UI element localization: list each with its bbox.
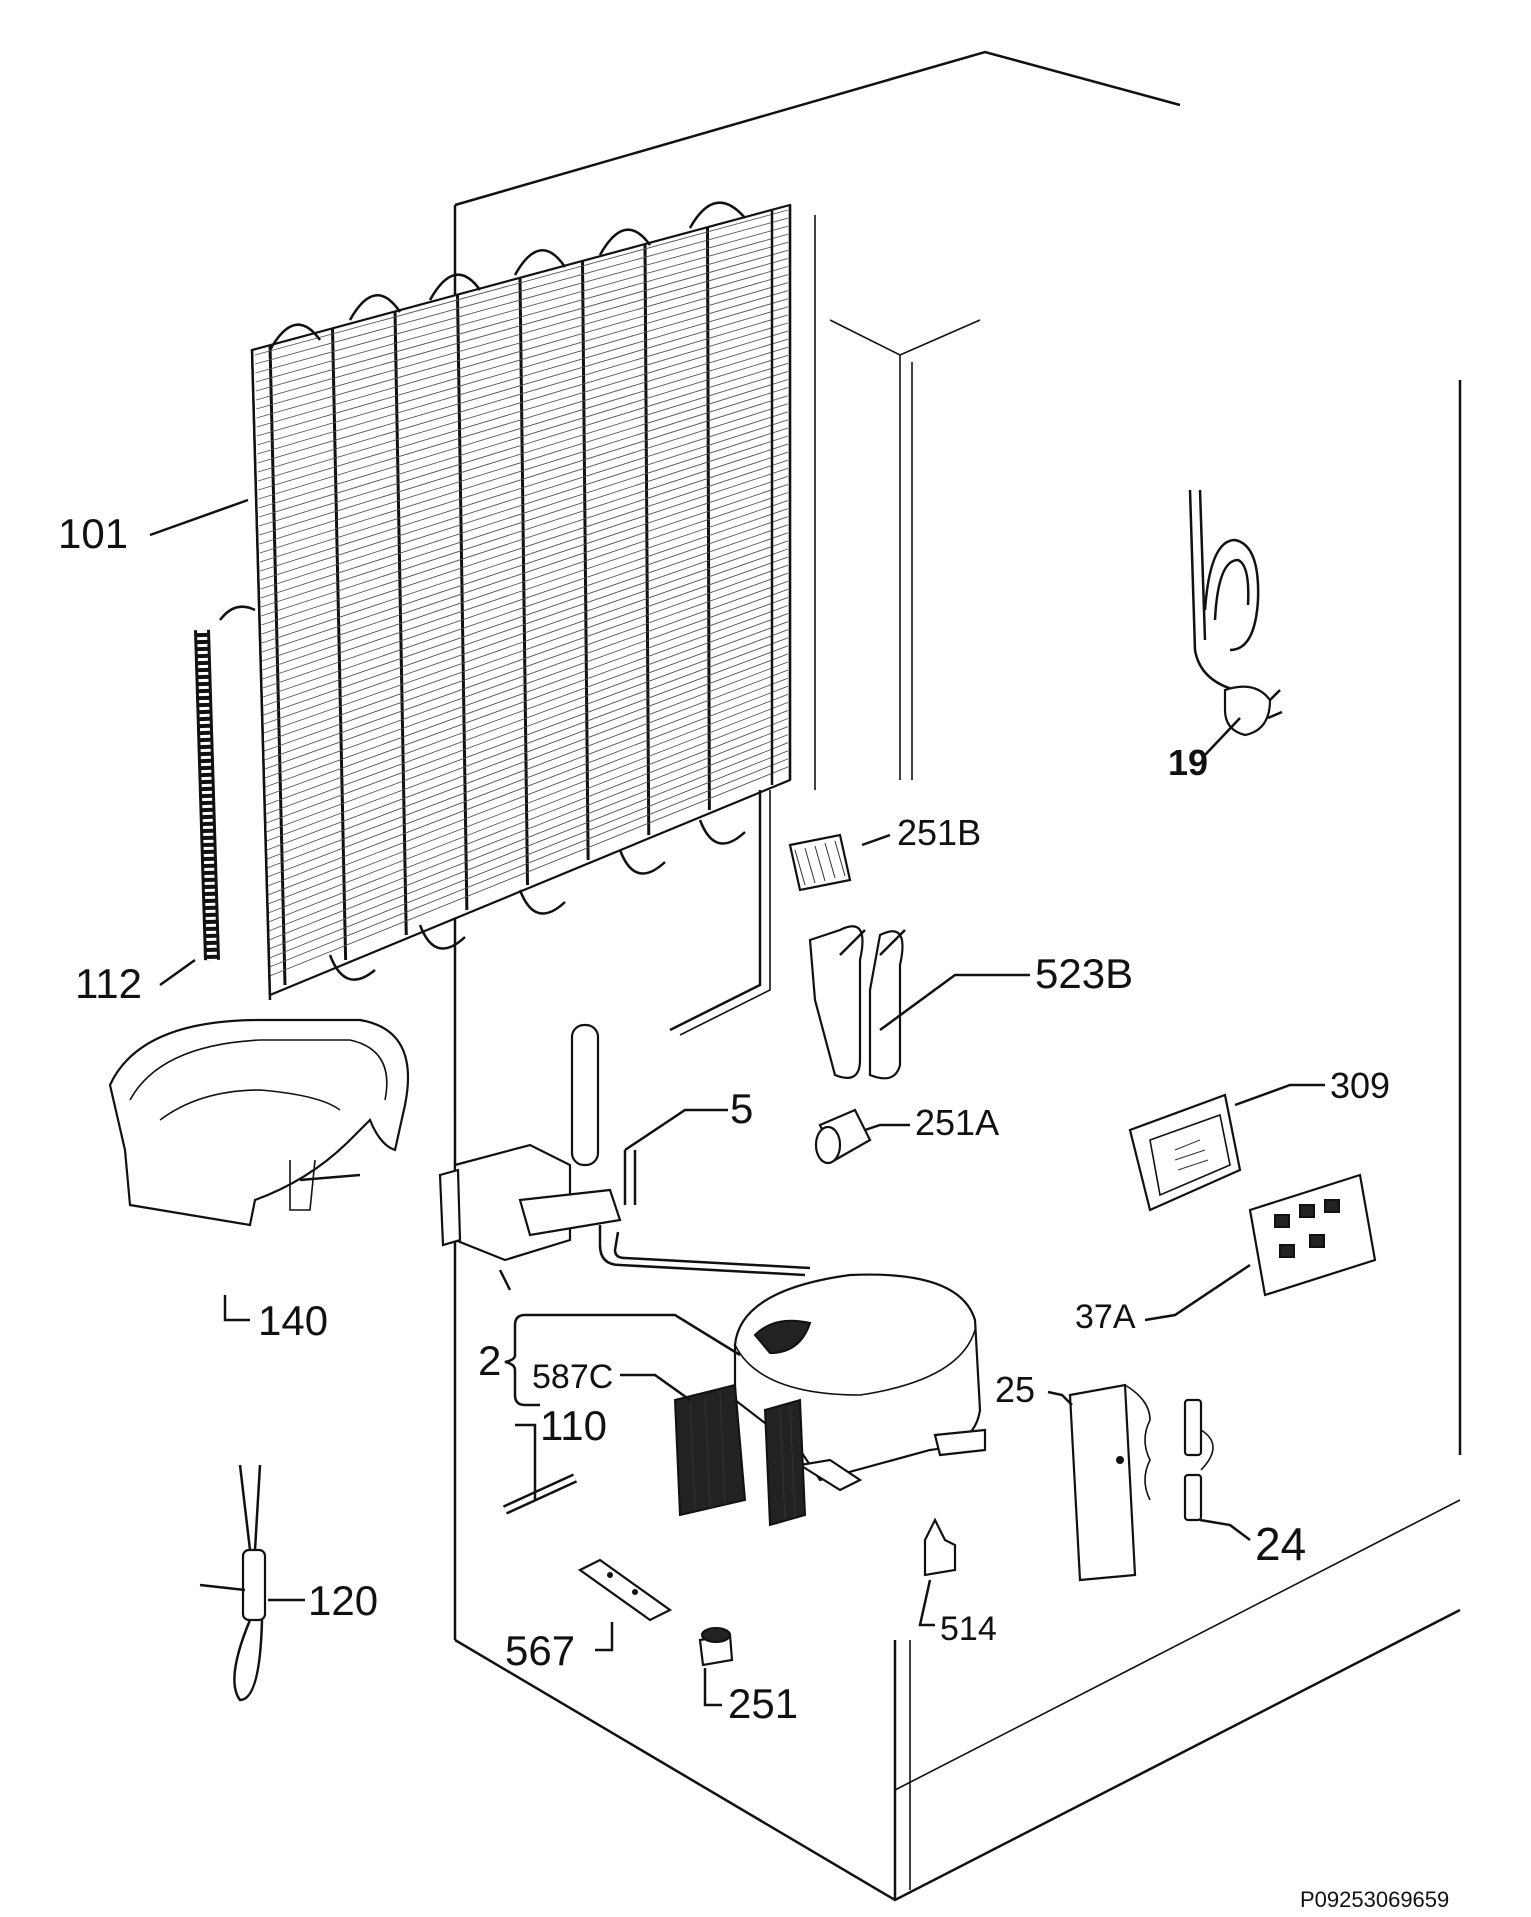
label-5: 5: [730, 1085, 753, 1132]
start-relay-block: [673, 1383, 807, 1527]
label-567: 567: [505, 1627, 575, 1674]
sleeve-251a: [814, 1108, 872, 1165]
pipe-holder-523b: [808, 925, 906, 1080]
relay-25: [1068, 1383, 1151, 1582]
label-251a: 251A: [915, 1102, 999, 1143]
label-120: 120: [308, 1577, 378, 1624]
power-cord: [1188, 489, 1283, 737]
drip-tray: [108, 1018, 410, 1227]
label-19: 19: [1168, 742, 1208, 783]
label-2: 2: [478, 1337, 501, 1384]
pin-rod: [502, 1473, 578, 1515]
pipe-clip-251b: [788, 833, 852, 892]
overload-protector-24: [1183, 1398, 1214, 1522]
label-587c: 587C: [532, 1358, 613, 1396]
condenser-fins: [254, 209, 789, 986]
rubber-foot: [923, 1517, 957, 1577]
label-140: 140: [258, 1297, 328, 1344]
label-523b: 523B: [1035, 950, 1133, 997]
label-251: 251: [728, 1680, 798, 1727]
label-37a: 37A: [1075, 1298, 1136, 1336]
label-24: 24: [1255, 1518, 1306, 1570]
label-309: 309: [1330, 1065, 1390, 1106]
drain-hose: [194, 605, 256, 961]
label-514: 514: [940, 1610, 997, 1648]
label-101: 101: [58, 510, 128, 557]
control-module-37a: [1248, 1173, 1377, 1297]
leader-lines: [149, 498, 1325, 1707]
label-25: 25: [995, 1369, 1035, 1410]
label-110: 110: [540, 1402, 607, 1449]
grommet: [698, 1627, 734, 1667]
part-labels: 101 112 140 120 5 2 587C 110 567 251 514…: [58, 510, 1449, 1912]
label-251b: 251B: [897, 812, 981, 853]
bracket-plate: [577, 1558, 673, 1622]
condenser-coil: [250, 201, 792, 1036]
thermal-fuse: [199, 1464, 267, 1702]
drawing-code: P09253069659: [1300, 1887, 1449, 1912]
label-112: 112: [75, 960, 142, 1007]
thermostat-module-309: [1128, 1093, 1242, 1212]
valve-and-filter-drier: [438, 1023, 811, 1291]
